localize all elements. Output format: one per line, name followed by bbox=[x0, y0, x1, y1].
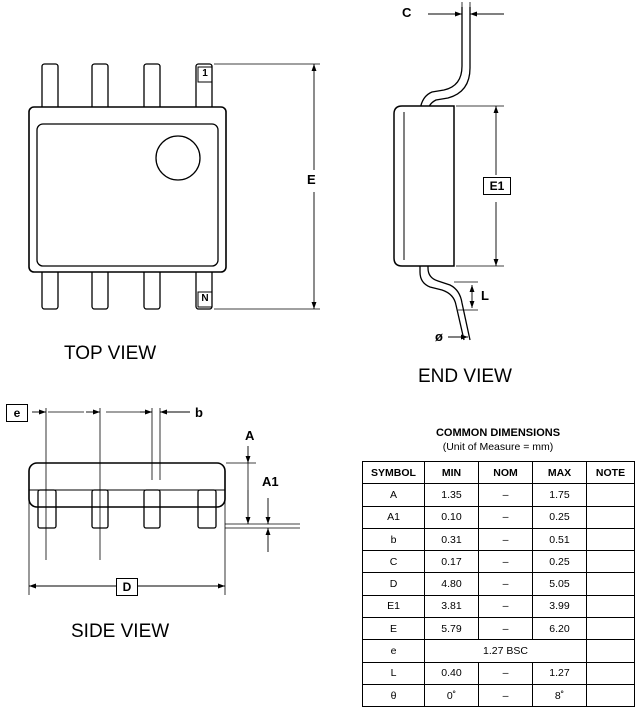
cell-note bbox=[586, 617, 635, 641]
table-row: θ 0˚ – 8˚ bbox=[362, 683, 635, 707]
cell-max: 3.99 bbox=[532, 594, 587, 619]
dim-d-label: D bbox=[116, 578, 138, 596]
header-max: MAX bbox=[532, 460, 587, 485]
cell-symbol: θ bbox=[362, 683, 425, 707]
cell-nom: – bbox=[478, 683, 533, 707]
table-title: COMMON DIMENSIONS bbox=[435, 427, 561, 439]
table-row: E1 3.81 – 3.99 bbox=[362, 594, 635, 619]
cell-nom: – bbox=[478, 483, 533, 507]
end-body bbox=[393, 105, 455, 267]
cell-symbol: b bbox=[362, 527, 425, 552]
pin1-marker bbox=[155, 135, 201, 181]
table-row: b 0.31 – 0.51 bbox=[362, 527, 635, 552]
pin-1-label: 1 bbox=[202, 68, 208, 79]
top-pin bbox=[143, 63, 161, 110]
top-pin bbox=[41, 63, 59, 110]
dim-l-label: L bbox=[481, 288, 489, 303]
end-view bbox=[393, 2, 504, 341]
top-view-title: TOP VIEW bbox=[64, 343, 157, 364]
cell-max: 1.27 bbox=[532, 661, 587, 685]
side-lead bbox=[37, 489, 57, 529]
cell-max: 8˚ bbox=[532, 683, 587, 707]
dim-phi-label: ø bbox=[435, 329, 443, 344]
side-lead bbox=[143, 489, 161, 529]
cell-max: 6.20 bbox=[532, 617, 587, 641]
cell-nom: – bbox=[478, 550, 533, 574]
table-row: D 4.80 – 5.05 bbox=[362, 572, 635, 596]
table-row: A 1.35 – 1.75 bbox=[362, 483, 635, 507]
package-body-outer bbox=[28, 106, 227, 273]
cell-note bbox=[586, 527, 635, 552]
dim-c-label: C bbox=[402, 5, 412, 20]
cell-symbol: L bbox=[362, 661, 425, 685]
cell-min: 0˚ bbox=[424, 683, 479, 707]
pin-n-label: N bbox=[201, 293, 209, 304]
side-lead bbox=[197, 489, 217, 529]
side-view-title: SIDE VIEW bbox=[71, 621, 170, 642]
cell-symbol: E1 bbox=[362, 594, 425, 619]
table-row: A1 0.10 – 0.25 bbox=[362, 505, 635, 529]
cell-note bbox=[586, 572, 635, 596]
cell-symbol: e bbox=[362, 639, 425, 663]
cell-symbol: A1 bbox=[362, 505, 425, 529]
table-row: L 0.40 – 1.27 bbox=[362, 661, 635, 685]
cell-nom: – bbox=[478, 661, 533, 685]
cell-symbol: C bbox=[362, 550, 425, 574]
cell-max: 1.75 bbox=[532, 483, 587, 507]
table-subtitle: (Unit of Measure = mm) bbox=[442, 441, 554, 453]
package-body-inner bbox=[36, 123, 219, 267]
table-row: E 5.79 – 6.20 bbox=[362, 617, 635, 641]
cell-note bbox=[586, 550, 635, 574]
cell-max: 0.25 bbox=[532, 550, 587, 574]
header-symbol: SYMBOL bbox=[362, 460, 425, 485]
cell-nom: – bbox=[478, 617, 533, 641]
cell-min: 0.40 bbox=[424, 661, 479, 685]
dim-a-label: A bbox=[245, 428, 255, 443]
side-view bbox=[28, 408, 300, 595]
cell-note bbox=[586, 594, 635, 619]
dim-b-label: b bbox=[195, 405, 203, 420]
cell-note bbox=[586, 483, 635, 507]
cell-bsc: 1.27 BSC bbox=[424, 639, 587, 663]
cell-note bbox=[586, 639, 635, 663]
top-view bbox=[28, 63, 320, 310]
dim-e-label: E bbox=[307, 172, 316, 187]
cell-symbol: A bbox=[362, 483, 425, 507]
cell-min: 5.79 bbox=[424, 617, 479, 641]
cell-min: 0.10 bbox=[424, 505, 479, 529]
dimensions-table: SYMBOL MIN NOM MAX NOTE A 1.35 – 1.75 A1… bbox=[362, 460, 635, 707]
cell-nom: – bbox=[478, 572, 533, 596]
top-pin bbox=[91, 63, 109, 110]
dim-e1-label: E1 bbox=[483, 177, 511, 195]
cell-nom: – bbox=[478, 594, 533, 619]
cell-max: 5.05 bbox=[532, 572, 587, 596]
cell-max: 0.25 bbox=[532, 505, 587, 529]
end-view-title: END VIEW bbox=[418, 366, 512, 387]
cell-min: 0.17 bbox=[424, 550, 479, 574]
header-min: MIN bbox=[424, 460, 479, 485]
cell-symbol: E bbox=[362, 617, 425, 641]
header-nom: NOM bbox=[478, 460, 533, 485]
cell-note bbox=[586, 683, 635, 707]
cell-min: 1.35 bbox=[424, 483, 479, 507]
cell-max: 0.51 bbox=[532, 527, 587, 552]
dim-a1-label: A1 bbox=[262, 474, 279, 489]
dim-e-pitch-label: e bbox=[6, 404, 28, 422]
table-row: C 0.17 – 0.25 bbox=[362, 550, 635, 574]
side-body bbox=[28, 462, 226, 508]
cell-symbol: D bbox=[362, 572, 425, 596]
header-note: NOTE bbox=[586, 460, 635, 485]
table-row: e 1.27 BSC bbox=[362, 639, 635, 663]
cell-nom: – bbox=[478, 527, 533, 552]
table-header-row: SYMBOL MIN NOM MAX NOTE bbox=[362, 460, 635, 485]
cell-nom: – bbox=[478, 505, 533, 529]
cell-min: 0.31 bbox=[424, 527, 479, 552]
cell-min: 4.80 bbox=[424, 572, 479, 596]
cell-note bbox=[586, 661, 635, 685]
cell-note bbox=[586, 505, 635, 529]
cell-min: 3.81 bbox=[424, 594, 479, 619]
